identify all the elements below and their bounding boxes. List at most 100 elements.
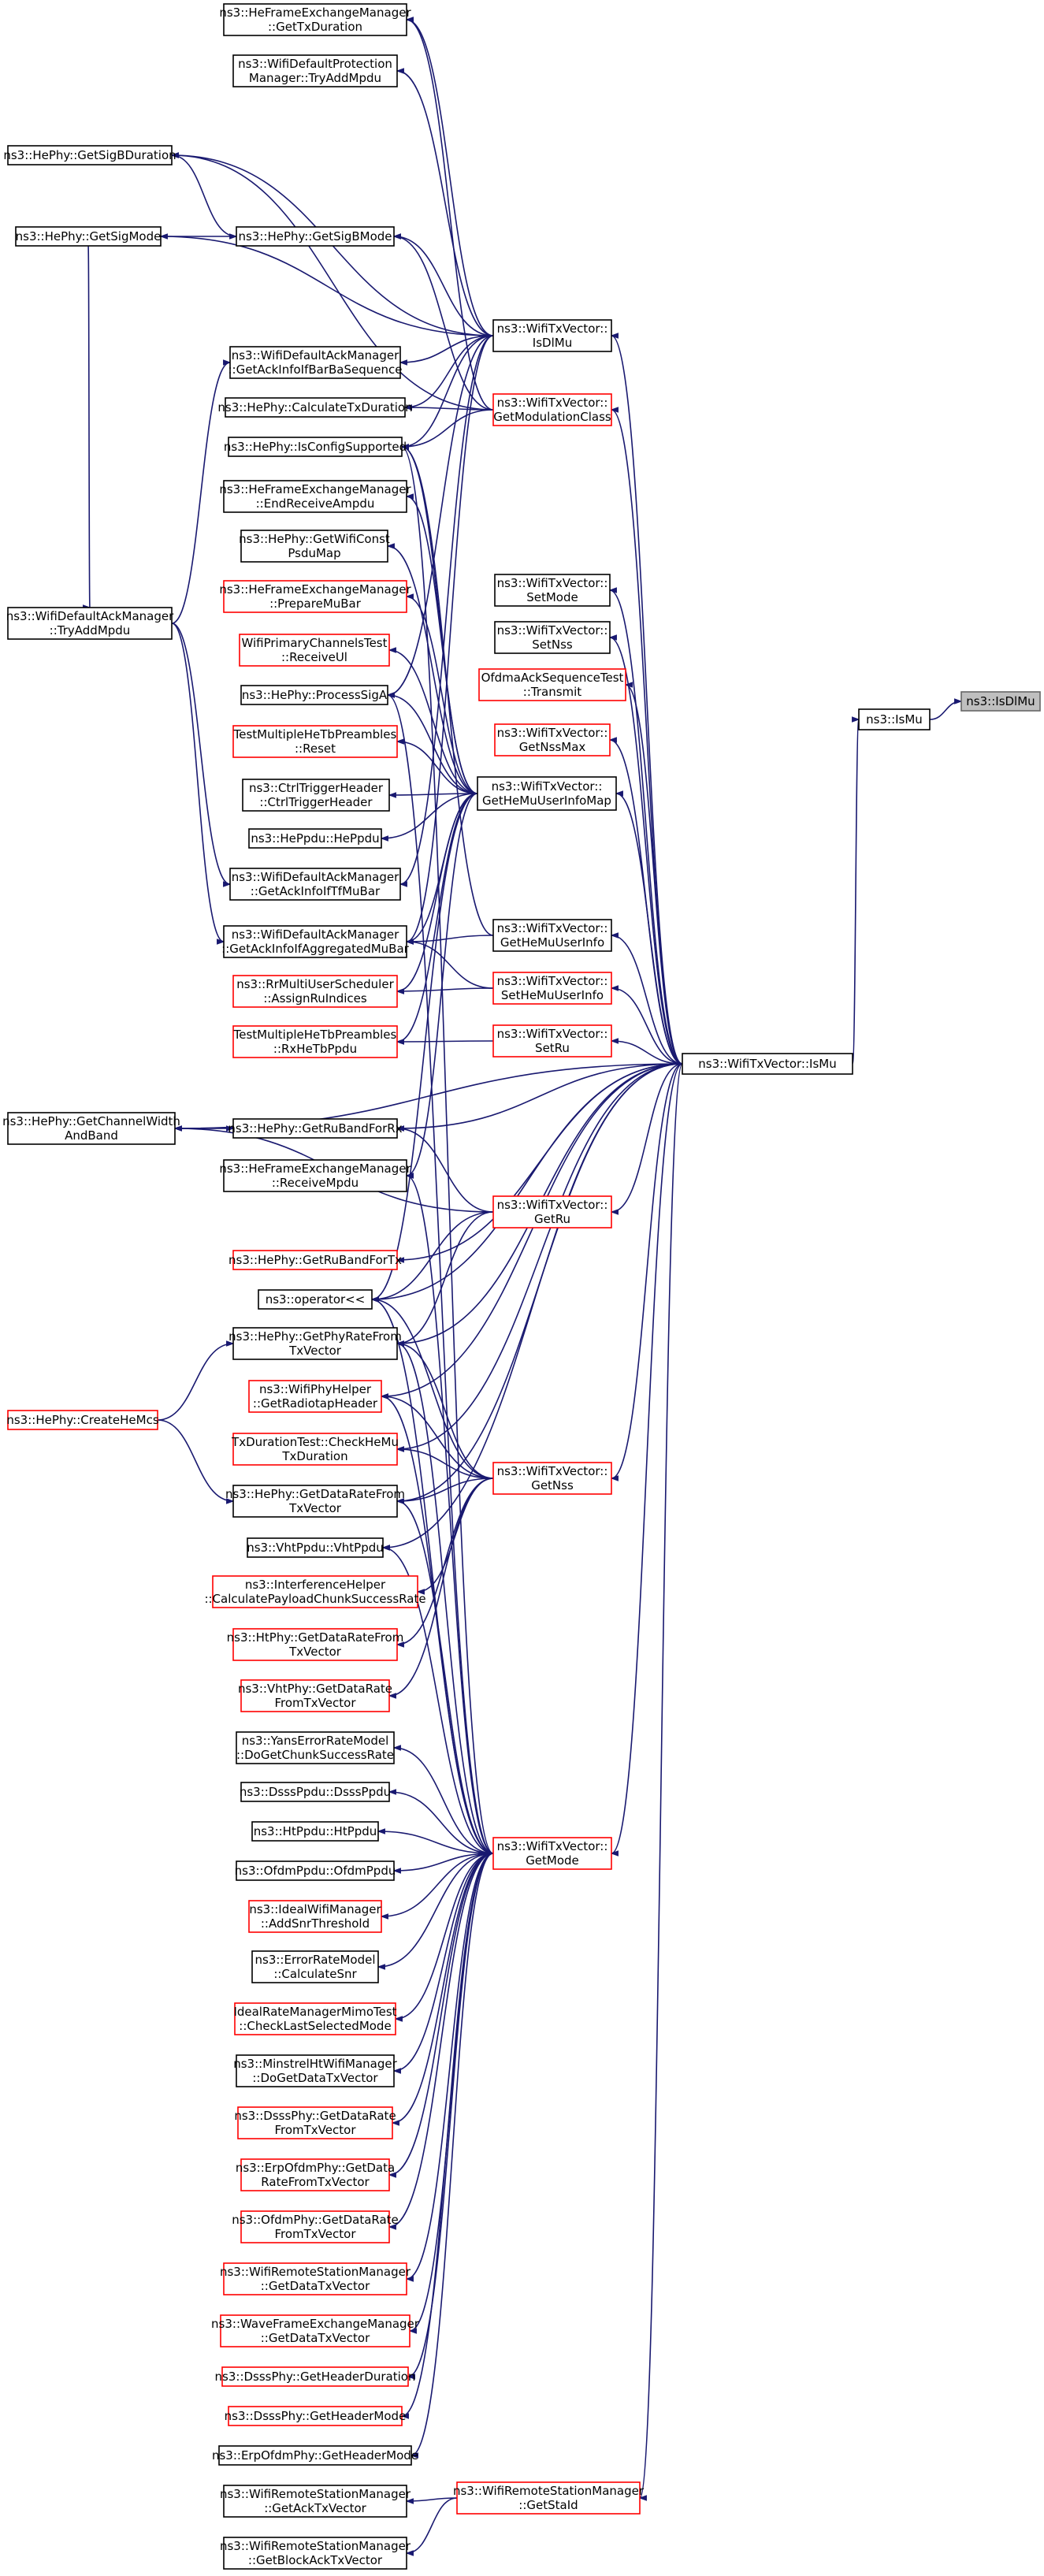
edge-arrowhead <box>388 1693 396 1699</box>
graph-node-hephy-getsigbduration[interactable]: ns3::HePhy::GetSigBDuration <box>3 145 176 165</box>
graph-node-ctrltrigger[interactable]: ns3::CtrlTriggerHeader::CtrlTriggerHeade… <box>242 779 390 812</box>
graph-node-txv-getmodclass[interactable]: ns3::WifiTxVector::GetModulationClass <box>492 393 612 426</box>
graph-node-ismu[interactable]: ns3::IsMu <box>858 708 931 730</box>
graph-node-wdam-getackinfoifbarba[interactable]: ns3::WifiDefaultAckManager::GetAckInfoIf… <box>228 346 403 379</box>
node-box <box>15 226 162 247</box>
node-box <box>223 2485 407 2518</box>
graph-node-erpofdmphy-getheadermode[interactable]: ns3::ErpOfdmPhy::GetHeaderMode <box>212 2445 418 2466</box>
graph-node-hefem-receivempdu[interactable]: ns3::HeFrameExchangeManager::ReceiveMpdu <box>219 1159 411 1192</box>
graph-node-hephy-getrubandfortx[interactable]: ns3::HePhy::GetRuBandForTx <box>228 1250 402 1270</box>
graph-node-hephy-createhemcs[interactable]: ns3::HePhy::CreateHeMcs <box>6 1410 159 1430</box>
graph-node-htppdu-htppdu[interactable]: ns3::HtPpdu::HtPpdu <box>251 1821 379 1842</box>
graph-node-rsm-getstaid[interactable]: ns3::WifiRemoteStationManager::GetStaId <box>453 2481 645 2515</box>
graph-node-vhtppdu-vhtppdu[interactable]: ns3::VhtPpdu::VhtPpdu <box>247 1537 384 1558</box>
call-edge <box>387 694 494 1854</box>
graph-node-operator-ll[interactable]: ns3::operator<< <box>258 1289 373 1310</box>
graph-node-rsm-getacktxvector[interactable]: ns3::WifiRemoteStationManager::GetAckTxV… <box>220 2485 411 2518</box>
node-label: ns3::operator<< <box>266 1292 366 1307</box>
node-box <box>232 1118 398 1139</box>
graph-node-hepdu-hepdu[interactable]: ns3::HePpdu::HePpdu <box>248 828 382 849</box>
graph-node-txv-getnssmax[interactable]: ns3::WifiTxVector::GetNssMax <box>494 723 611 756</box>
graph-node-hephy-getsigmode[interactable]: ns3::HePhy::GetSigMode <box>15 226 162 247</box>
graph-node-hephy-isconfigsupported[interactable]: ns3::HePhy::IsConfigSupported <box>224 437 407 457</box>
node-label: GetMode <box>526 1853 579 1868</box>
graph-node-isdlmu-focus[interactable]: ns3::IsDlMu <box>960 691 1041 712</box>
graph-node-hefem-endreceiveampdu[interactable]: ns3::HeFrameExchangeManager::EndReceiveA… <box>219 480 411 513</box>
graph-node-txv-gethemumap[interactable]: ns3::WifiTxVector::GetHeMuUserInfoMap <box>477 776 617 811</box>
graph-node-tmhtp-rxhetbppdu[interactable]: TestMultipleHeTbPreambles::RxHeTbPpdu <box>232 1025 398 1058</box>
graph-node-txv-getru[interactable]: ns3::WifiTxVector::GetRu <box>492 1195 612 1229</box>
graph-node-txv-sethemuinfo[interactable]: ns3::WifiTxVector::SetHeMuUserInfo <box>492 972 612 1005</box>
graph-node-yans-dogetchunksuccessrate[interactable]: ns3::YansErrorRateModel::DoGetChunkSucce… <box>236 1731 395 1764</box>
graph-node-rrmus-assignruindices[interactable]: ns3::RrMultiUserScheduler::AssignRuIndic… <box>232 975 398 1008</box>
graph-node-idealwm-addsnrthreshold[interactable]: ns3::IdealWifiManager::AddSnrThreshold <box>248 1900 382 1933</box>
node-label: ns3::WifiTxVector:: <box>497 726 608 740</box>
graph-node-irmmt-checklastselectedmode[interactable]: IdealRateManagerMimoTest::CheckLastSelec… <box>233 2002 397 2035</box>
graph-node-ih-calcpayloadchunk[interactable]: ns3::InterferenceHelper::CalculatePayloa… <box>204 1575 426 1608</box>
graph-node-tmhtp-reset[interactable]: TestMultipleHeTbPreambles::Reset <box>232 725 398 758</box>
graph-node-txv-setmode[interactable]: ns3::WifiTxVector::SetMode <box>494 574 611 607</box>
node-box <box>492 319 612 352</box>
node-label: ::DoGetChunkSuccessRate <box>236 1748 394 1762</box>
node-label: GetNss <box>531 1478 574 1492</box>
node-label: Manager::TryAddMpdu <box>249 71 381 85</box>
edge-arrowhead <box>386 692 395 698</box>
graph-node-wfem-getdatatxvector[interactable]: ns3::WaveFrameExchangeManager::GetDataTx… <box>211 2314 420 2347</box>
graph-node-rsm-getblockacktxvector[interactable]: ns3::WifiRemoteStationManager::GetBlockA… <box>220 2537 411 2570</box>
graph-node-txv-gethemuinfo[interactable]: ns3::WifiTxVector::GetHeMuUserInfo <box>492 919 612 952</box>
node-box <box>492 919 612 952</box>
edge-arrowhead <box>408 2328 417 2334</box>
call-edge <box>377 1831 494 1854</box>
graph-node-hephy-getrubandforrx[interactable]: ns3::HePhy::GetRuBandForRx <box>228 1118 403 1139</box>
graph-node-wdam-getackinfoiftfmubar[interactable]: ns3::WifiDefaultAckManager::GetAckInfoIf… <box>229 868 401 901</box>
node-label: ns3::HePhy::GetSigBDuration <box>3 148 176 162</box>
graph-node-minstrelht-dogetdatatxvector[interactable]: ns3::MinstrelHtWifiManager::DoGetDataTxV… <box>233 2054 398 2087</box>
call-edge <box>157 1343 234 1421</box>
graph-node-txv-setru[interactable]: ns3::WifiTxVector::SetRu <box>492 1024 612 1058</box>
graph-node-wifiphyhelper-getradiotapheader[interactable]: ns3::WifiPhyHelper::GetRadiotapHeader <box>248 1380 382 1413</box>
graph-node-damanager-tryaddmpdu[interactable]: ns3::WifiDefaultAckManager::TryAddMpdu <box>6 607 174 640</box>
graph-node-dsssphy-getheaderduration[interactable]: ns3::DsssPhy::GetHeaderDuration <box>215 2366 416 2387</box>
graph-node-txv-ismu[interactable]: ns3::WifiTxVector::IsMu <box>682 1053 853 1075</box>
graph-node-txv-setnss[interactable]: ns3::WifiTxVector::SetNss <box>494 621 611 654</box>
graph-node-wpct-receiveul[interactable]: WifiPrimaryChannelsTest::ReceiveUl <box>239 634 390 667</box>
node-label: ::AssignRuIndices <box>263 991 367 1005</box>
graph-node-hefem-gettxduration[interactable]: ns3::HeFrameExchangeManager::GetTxDurati… <box>219 3 411 36</box>
graph-node-ofdmppdu-ofdmppdu[interactable]: ns3::OfdmPpdu::OfdmPpdu <box>235 1860 396 1881</box>
node-label: TxVector <box>288 1501 342 1515</box>
graph-node-rsm-getdatatxvector[interactable]: ns3::WifiRemoteStationManager::GetDataTx… <box>220 2262 411 2295</box>
edge-arrowhead <box>400 444 409 450</box>
graph-node-hephy-getsigbmode[interactable]: ns3::HePhy::GetSigBMode <box>236 226 395 247</box>
call-edge <box>401 446 494 936</box>
call-edge <box>406 19 494 336</box>
graph-node-hephy-processsiga[interactable]: ns3::HePhy::ProcessSigA <box>240 685 388 705</box>
node-label: ns3::WifiTxVector:: <box>497 322 608 336</box>
graph-node-txv-isdlmu[interactable]: ns3::WifiTxVector::IsDlMu <box>492 319 612 352</box>
graph-node-txv-getnss[interactable]: ns3::WifiTxVector::GetNss <box>492 1462 612 1495</box>
graph-node-wdam-getackinfoifaggmubar[interactable]: ns3::WifiDefaultAckManager::GetAckInfoIf… <box>221 925 410 958</box>
graph-node-erm-calculatesnr[interactable]: ns3::ErrorRateModel::CalculateSnr <box>251 1950 379 1983</box>
graph-node-hephy-calculatetxduration[interactable]: ns3::HePhy::CalculateTxDuration <box>217 397 413 418</box>
node-label: ::DoGetDataTxVector <box>252 2071 378 2085</box>
graph-node-ofdma-transmit[interactable]: OfdmaAckSequenceTest::Transmit <box>478 668 626 701</box>
graph-node-dsssphy-getheadermode[interactable]: ns3::DsssPhy::GetHeaderMode <box>225 2406 407 2426</box>
node-label: ns3::DsssPhy::GetHeaderMode <box>225 2409 407 2423</box>
graph-node-hefem-preparemubar[interactable]: ns3::HeFrameExchangeManager::PrepareMuBa… <box>219 580 411 613</box>
graph-node-wdpm-tryaddmpdu[interactable]: ns3::WifiDefaultProtectionManager::TryAd… <box>232 54 398 87</box>
call-edge <box>381 793 478 839</box>
graph-node-dsssppdu-dsssppdu[interactable]: ns3::DsssPpdu::DsssPpdu <box>240 1782 391 1802</box>
call-edge <box>387 545 478 794</box>
node-box <box>232 975 398 1008</box>
graph-node-txv-getmode[interactable]: ns3::WifiTxVector::GetMode <box>492 1837 612 1870</box>
call-edge <box>852 719 860 1065</box>
